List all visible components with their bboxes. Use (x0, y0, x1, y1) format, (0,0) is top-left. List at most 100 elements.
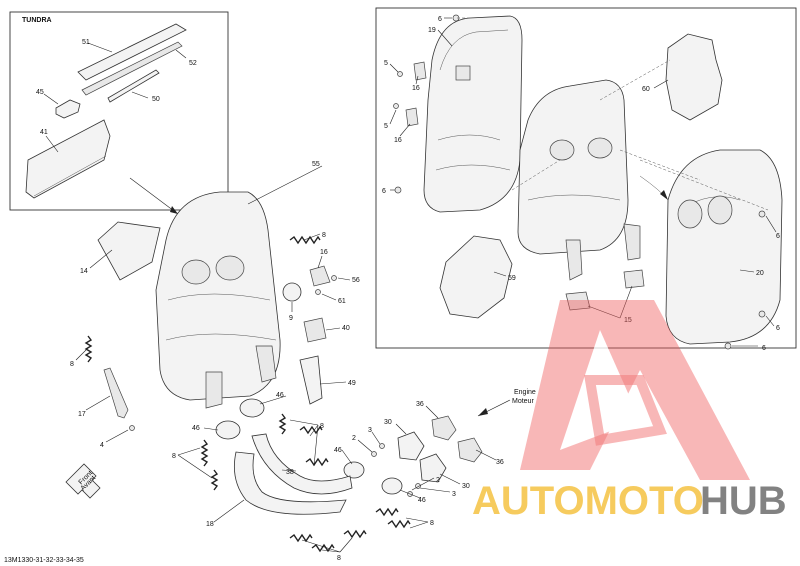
callout-52: 52 (189, 60, 197, 67)
fastener-6d (758, 310, 766, 318)
callout-55: 55 (312, 161, 320, 168)
flange-30b (419, 453, 447, 483)
gasket-36b (457, 437, 483, 463)
engine-label: Engine (514, 389, 536, 396)
bracket-49 (299, 355, 323, 405)
callout-14: 14 (80, 268, 88, 275)
fastener-56 (331, 275, 337, 281)
fastener-5a (397, 71, 403, 77)
bolt-2a (371, 451, 377, 457)
leader-lines (75, 17, 777, 553)
retainer-strip (107, 69, 160, 103)
trim-strip (77, 23, 187, 81)
callout-8: 8 (430, 520, 434, 527)
callout-9: 9 (289, 315, 293, 322)
callout-3: 3 (368, 427, 372, 434)
callout-60: 60 (642, 86, 650, 93)
callout-36: 36 (416, 401, 424, 408)
callout-16: 16 (412, 85, 420, 92)
callout-2: 2 (352, 435, 356, 442)
muffler-center (517, 79, 641, 281)
fastener-61 (315, 289, 321, 295)
gasket-59 (439, 235, 513, 319)
callout-8: 8 (322, 232, 326, 239)
callout-51: 51 (82, 39, 90, 46)
callout-5: 5 (384, 60, 388, 67)
callout-6: 6 (776, 233, 780, 240)
diagram-code: 13M1330-31-32-33-34-35 (4, 557, 84, 564)
callout-61: 61 (338, 298, 346, 305)
bracket-16 (309, 265, 331, 287)
engine-label-fr: Moteur (512, 398, 534, 405)
callout-36: 36 (496, 459, 504, 466)
callout-6: 6 (776, 325, 780, 332)
muffler-assembly-55 (155, 191, 281, 409)
bolt-4 (129, 425, 135, 431)
bumper-15b (623, 269, 645, 289)
callout-8: 8 (320, 423, 324, 430)
clip-16b (405, 107, 419, 127)
ring-46b (215, 420, 241, 440)
callout-59: 59 (508, 275, 516, 282)
detail-box (375, 7, 797, 349)
callout-20: 20 (756, 270, 764, 277)
fastener-5b (393, 103, 399, 109)
damper-40 (303, 317, 327, 343)
callout-46: 46 (192, 425, 200, 432)
ring-46a (239, 398, 265, 418)
gasket-36a (431, 415, 457, 441)
fastener-6e (724, 342, 732, 350)
inset-arrow (129, 177, 179, 215)
callout-3: 3 (452, 491, 456, 498)
ring-46c (343, 461, 365, 479)
gasket-60 (665, 33, 723, 121)
fastener-6b (394, 186, 402, 194)
cap-9 (282, 282, 302, 302)
exhaust-pipe-38 (251, 433, 353, 495)
front-arrow (65, 463, 101, 499)
callout-40: 40 (342, 325, 350, 332)
callout-50: 50 (152, 96, 160, 103)
watermark-logo (520, 300, 750, 480)
callout-46: 46 (334, 447, 342, 454)
callout-6: 6 (382, 188, 386, 195)
callout-2: 2 (436, 477, 440, 484)
callout-19: 19 (428, 27, 436, 34)
callout-49: 49 (348, 380, 356, 387)
bracket-part (55, 99, 81, 119)
clip-16a (413, 61, 427, 81)
nut-3a (379, 443, 385, 449)
callout-labels: 51 52 45 50 41 55 14 8 16 56 61 9 40 8 4… (36, 16, 780, 562)
callout-8: 8 (172, 453, 176, 460)
callout-46: 46 (276, 392, 284, 399)
tundra-inset: TUNDRA (9, 11, 229, 211)
callout-16: 16 (394, 137, 402, 144)
callout-56: 56 (352, 277, 360, 284)
callout-45: 45 (36, 89, 44, 96)
callout-41: 41 (40, 129, 48, 136)
springs (84, 235, 411, 553)
muffler-cover-20 (665, 149, 783, 345)
callout-38: 38 (286, 469, 294, 476)
fastener-6c (758, 210, 766, 218)
callout-30: 30 (384, 419, 392, 426)
callout-8: 8 (70, 361, 74, 368)
callout-8: 8 (337, 555, 341, 562)
trim-strip-lower (81, 41, 183, 96)
heat-shield-panel (25, 119, 111, 199)
heat-shield-14 (97, 221, 161, 281)
callout-16: 16 (320, 249, 328, 256)
callout-30: 30 (462, 483, 470, 490)
exhaust-pipe-18 (233, 451, 347, 515)
callout-5: 5 (384, 123, 388, 130)
callout-6: 6 (438, 16, 442, 23)
callout-18: 18 (206, 521, 214, 528)
callout-4: 4 (100, 442, 104, 449)
callout-6: 6 (762, 345, 766, 352)
ring-46d (381, 477, 403, 495)
watermark-text-2: HUB (700, 479, 787, 523)
callout-17: 17 (78, 411, 86, 418)
muffler-shell-19 (423, 15, 523, 213)
callout-46: 46 (418, 497, 426, 504)
